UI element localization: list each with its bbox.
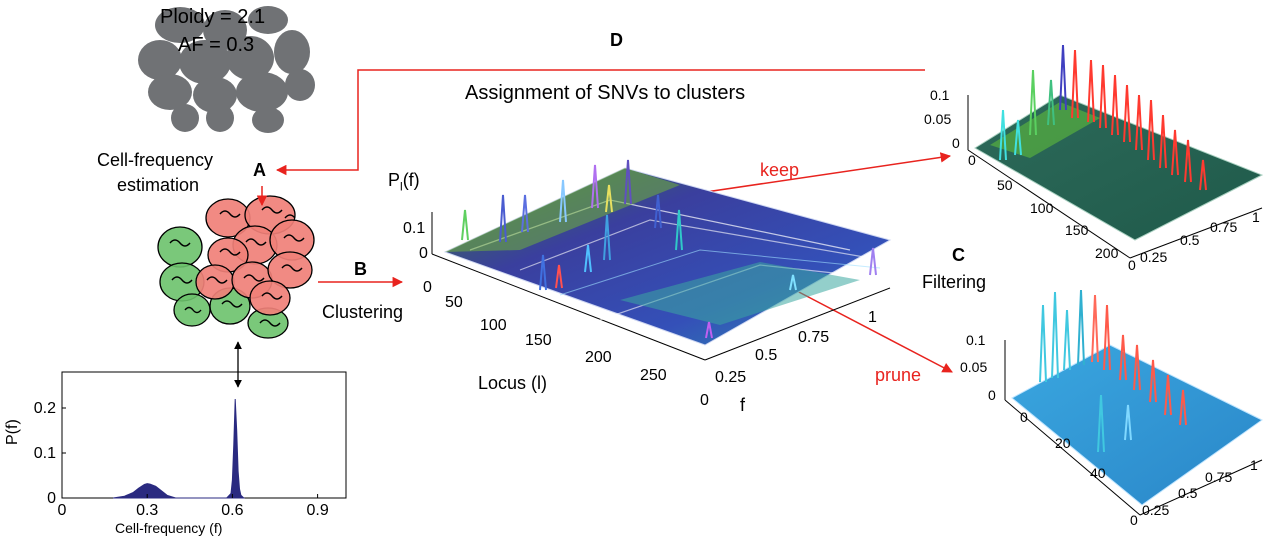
prune-xtick-1: 1 xyxy=(1250,457,1258,473)
surface-main-ticks: 0 50 100 150 200 250 0.1 0 0.25 0.5 0.75… xyxy=(403,220,877,409)
prune-ztick-0: 0 xyxy=(988,387,996,403)
main-ztick-0.1: 0.1 xyxy=(403,220,425,237)
ploidy-label: Ploidy = 2.1 xyxy=(160,6,266,28)
main-xtick-0.25: 0.25 xyxy=(715,369,746,386)
step-a-text-2: estimation xyxy=(117,175,200,195)
prune-label: prune xyxy=(875,365,922,385)
main-ytick-100: 100 xyxy=(480,317,507,334)
keep-ztick-0.1: 0.1 xyxy=(930,87,950,103)
prune-xtick-0.5: 0.5 xyxy=(1178,485,1198,501)
step-b-text: Clustering xyxy=(322,302,404,322)
prune-ytick-0-base: 0 xyxy=(1130,512,1138,528)
step-d-letter: D xyxy=(610,30,623,50)
main-xtick-0.75: 0.75 xyxy=(798,329,829,346)
density-ytick-label: 0.2 xyxy=(34,400,56,417)
keep-arrow xyxy=(664,152,952,199)
main-xlabel: f xyxy=(740,395,746,415)
keep-ytick-100: 100 xyxy=(1030,200,1054,216)
main-ylabel: Locus (l) xyxy=(478,373,548,393)
density-area-0 xyxy=(113,398,246,499)
assignment-arrow xyxy=(275,69,925,176)
step-c-text: Filtering xyxy=(922,272,987,292)
prune-ytick-20: 20 xyxy=(1055,435,1071,451)
density-ticks: 0 0.3 0.6 0.9 0 0.1 0.2 xyxy=(34,400,329,519)
step-d-text: Assignment of SNVs to clusters xyxy=(465,82,746,104)
density-ytick-label: 0 xyxy=(47,490,56,507)
surface-prune xyxy=(1004,289,1263,516)
density-xtick-label: 0.3 xyxy=(136,502,158,519)
surface-main xyxy=(431,159,892,361)
density-xtick-label: 0 xyxy=(58,502,67,519)
prune-ytick-40: 40 xyxy=(1090,465,1106,481)
keep-ztick-0: 0 xyxy=(952,135,960,151)
main-xtick-0: 0 xyxy=(700,392,709,409)
density-series xyxy=(113,398,246,499)
step-c-letter: C xyxy=(952,245,965,265)
surface-prune-ticks: 0.1 0.05 0 0 20 40 0 0.25 0.5 0.75 1 xyxy=(960,332,1258,528)
keep-ytick-0: 0 xyxy=(968,152,976,168)
prune-ztick-0.1: 0.1 xyxy=(966,332,986,348)
keep-xtick-0.5: 0.5 xyxy=(1180,232,1200,248)
keep-xtick-0.75: 0.75 xyxy=(1210,219,1237,235)
main-ytick-150: 150 xyxy=(525,332,552,349)
density-axes xyxy=(61,371,347,499)
cell-population xyxy=(157,195,315,339)
af-label: AF = 0.3 xyxy=(178,34,255,56)
density-xtick-label: 0.6 xyxy=(221,502,243,519)
main-ztick-0: 0 xyxy=(419,245,428,262)
main-ytick-200: 200 xyxy=(585,349,612,366)
keep-label: keep xyxy=(760,160,800,180)
main-ytick-250: 250 xyxy=(640,367,667,384)
prune-xtick-0.25: 0.25 xyxy=(1142,502,1169,518)
main-zlabel: Pl(f) xyxy=(388,170,420,194)
step-b-letter: B xyxy=(354,259,367,279)
prune-xtick-0.75: 0.75 xyxy=(1205,469,1232,485)
density-xlabel: Cell-frequency (f) xyxy=(115,520,223,536)
prune-ztick-0.05: 0.05 xyxy=(960,359,987,375)
density-xtick-label: 0.9 xyxy=(306,502,328,519)
surface-keep xyxy=(967,44,1264,259)
main-ytick-0: 0 xyxy=(423,279,432,296)
keep-ztick-0.05: 0.05 xyxy=(924,111,951,127)
parent-cell-cluster xyxy=(138,6,315,133)
keep-ytick-150: 150 xyxy=(1065,222,1089,238)
prune-arrow xyxy=(794,289,953,373)
main-xtick-1: 1 xyxy=(868,309,877,326)
keep-xtick-1: 1 xyxy=(1252,209,1260,225)
surface-keep-ticks: 0.1 0.05 0 0 50 100 150 200 0 0.25 0.5 0… xyxy=(924,87,1260,273)
main-xtick-0.5: 0.5 xyxy=(755,347,777,364)
keep-ytick-50: 50 xyxy=(997,177,1013,193)
density-frame xyxy=(61,371,347,499)
density-ylabel: P(f) xyxy=(4,419,21,445)
main-ytick-50: 50 xyxy=(445,294,463,311)
keep-ytick-200: 200 xyxy=(1095,245,1119,261)
density-ytick-label: 0.1 xyxy=(34,445,56,462)
step-a-text-1: Cell-frequency xyxy=(97,150,214,170)
prune-ytick-0: 0 xyxy=(1020,409,1028,425)
keep-xtick-0.25: 0.25 xyxy=(1140,249,1167,265)
keep-ytick-0-base: 0 xyxy=(1128,257,1136,273)
step-a-letter: A xyxy=(253,160,266,180)
